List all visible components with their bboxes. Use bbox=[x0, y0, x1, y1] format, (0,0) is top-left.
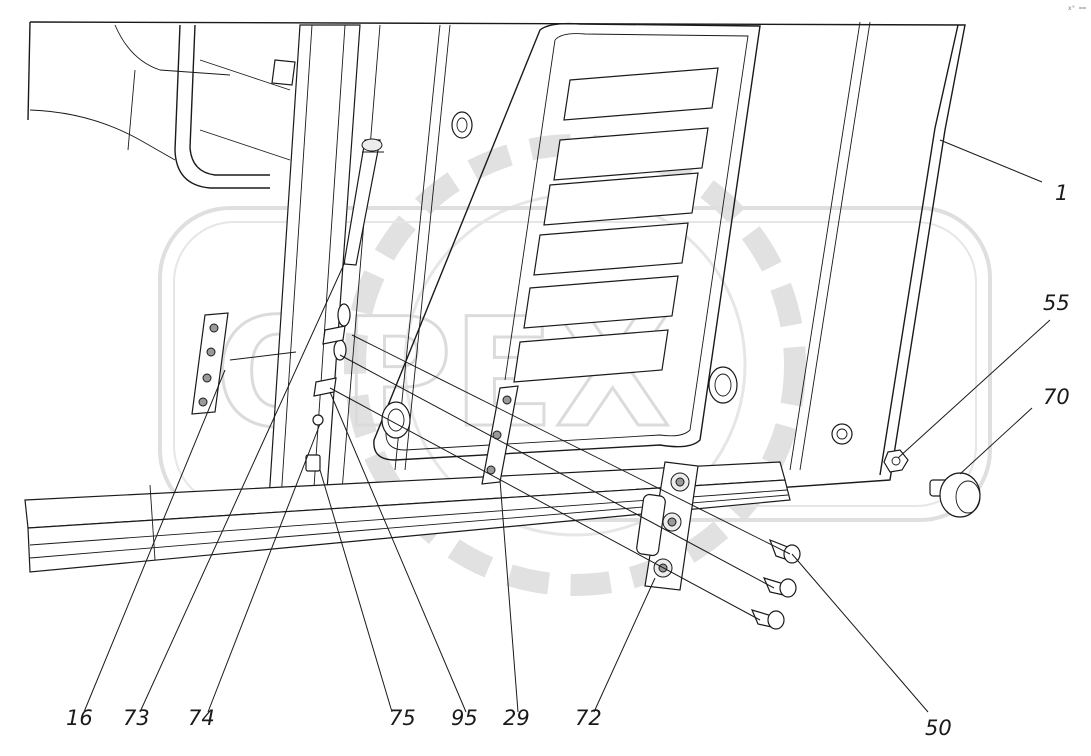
part-55-nut bbox=[831, 423, 909, 473]
callout-16: 16 bbox=[66, 706, 93, 730]
part-72-hinge-assembly bbox=[636, 461, 699, 591]
callout-75: 75 bbox=[389, 706, 416, 730]
panel-hole-right bbox=[708, 366, 738, 404]
part-95-clip bbox=[313, 325, 346, 397]
part-16-hinge-plate bbox=[191, 312, 229, 415]
panel-hole-top bbox=[451, 111, 473, 139]
callout-74: 74 bbox=[188, 706, 215, 730]
callout-70: 70 bbox=[1043, 385, 1070, 409]
callout-labels: 1 55 70 50 72 29 95 75 74 73 16 bbox=[66, 181, 1070, 740]
part-74-slot bbox=[305, 303, 351, 472]
door-panel bbox=[24, 21, 966, 573]
part-73-pin bbox=[343, 138, 384, 266]
callout-29: 29 bbox=[503, 706, 530, 730]
louver-blades bbox=[513, 67, 719, 383]
corner-mark: x° == bbox=[1068, 5, 1086, 12]
part-50-bolts bbox=[750, 538, 801, 630]
callout-73: 73 bbox=[123, 706, 150, 730]
callout-1: 1 bbox=[1055, 181, 1068, 205]
callout-55: 55 bbox=[1043, 291, 1070, 315]
part-70-knob bbox=[929, 472, 981, 518]
callout-50: 50 bbox=[925, 716, 952, 740]
panel-hole-left bbox=[381, 401, 411, 439]
leader-lines bbox=[83, 139, 1051, 713]
callout-72: 72 bbox=[575, 706, 602, 730]
callout-95: 95 bbox=[451, 706, 478, 730]
